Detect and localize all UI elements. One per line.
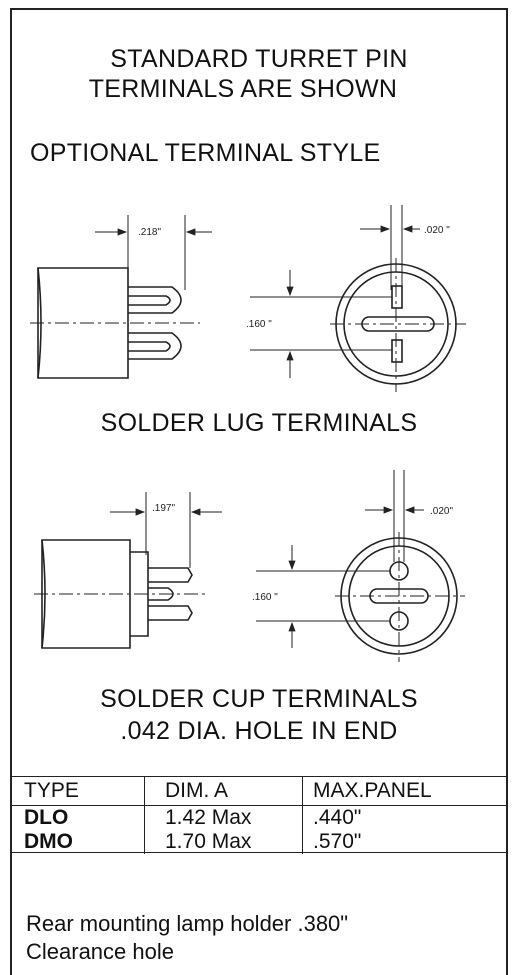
lug-ext-lines [145, 492, 191, 568]
table-row: DLO 1.42 Max .440" [10, 805, 508, 830]
optional-width-label: .218" [138, 227, 161, 238]
optional-dim-arrows [117, 228, 196, 236]
lug-end-view [256, 470, 465, 662]
optional-pin-lower-inner [128, 341, 171, 352]
table-header-row: TYPE DIM. A MAX.PANEL [10, 776, 508, 806]
table-bottom-rule [10, 852, 508, 853]
optional-pin-slot-top [391, 285, 403, 309]
lug-spacing-arrows [288, 560, 296, 632]
optional-pin-ext [390, 205, 403, 290]
lug-upper [148, 567, 193, 583]
optional-pin-upper-inner [128, 295, 171, 306]
note-line1: Rear mounting lamp holder .380" [26, 911, 349, 936]
table-row: DMO 1.70 Max .570" [10, 830, 508, 854]
table-header-panel: MAX.PANEL [302, 776, 508, 806]
table-cell-dim: 1.42 Max [144, 805, 303, 830]
optional-pin-arrows [380, 225, 413, 233]
optional-pin-lower [128, 332, 182, 360]
lug-dim-arrows [135, 508, 201, 516]
heading-solder-lug: SOLDER LUG TERMINALS [100, 409, 418, 437]
heading-line1: STANDARD TURRET PIN [110, 45, 408, 73]
lug-width-label: .197" [152, 503, 175, 514]
note-line2: Clearance hole [26, 939, 174, 964]
lug-spacing-label: .160 " [252, 592, 278, 603]
drawing-frame [10, 8, 508, 975]
optional-side-view [30, 215, 212, 379]
optional-body [37, 267, 129, 379]
optional-spacing-ext [250, 296, 392, 351]
table-cell-type: DMO [10, 830, 145, 854]
heading-line2: TERMINALS ARE SHOWN [88, 75, 398, 103]
table-cell-dim: 1.70 Max [144, 830, 303, 854]
optional-spacing-arrows [286, 286, 294, 361]
dimension-table: TYPE DIM. A MAX.PANEL DLO 1.42 Max .440"… [10, 776, 508, 854]
table-header-dim: DIM. A [144, 776, 303, 806]
lug-pin-arrows [383, 506, 415, 514]
lug-spacing-ext [256, 570, 390, 622]
optional-end-view [250, 205, 466, 392]
lug-side-view [34, 492, 222, 649]
optional-pin-slot-bottom [391, 339, 403, 363]
table-header-type: TYPE [10, 776, 145, 806]
lug-pin-label: .020" [430, 506, 453, 517]
table-cell-type: DLO [10, 805, 145, 830]
heading-optional: OPTIONAL TERMINAL STYLE [30, 139, 381, 167]
table-cell-panel: .440" [302, 805, 508, 830]
optional-pin-upper [128, 286, 182, 314]
lug-pin-ext [393, 470, 405, 562]
lug-lower [148, 605, 193, 621]
table-cell-panel: .570" [302, 830, 508, 854]
optional-spacing-label: .160 " [246, 319, 272, 330]
heading-solder-cup-2: .042 DIA. HOLE IN END [120, 717, 398, 745]
optional-pin-label: .020 " [424, 225, 450, 236]
lug-body [41, 539, 131, 649]
heading-solder-cup-1: SOLDER CUP TERMINALS [100, 685, 418, 713]
